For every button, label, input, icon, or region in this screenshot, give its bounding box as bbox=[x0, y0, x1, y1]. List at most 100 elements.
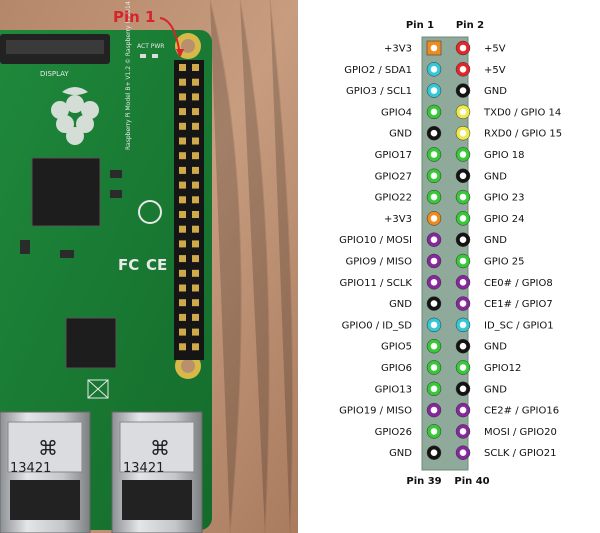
pin-label-right: TXD0 / GPIO 14 bbox=[483, 107, 561, 118]
pin-marker-right-hole bbox=[459, 364, 467, 371]
header-pin bbox=[192, 93, 199, 101]
header-pin bbox=[179, 255, 186, 263]
pin-row: +3V3 GPIO 24 bbox=[384, 211, 525, 226]
pin-marker-right-hole bbox=[459, 193, 467, 201]
header-pin bbox=[179, 181, 186, 189]
pin-marker-right-hole bbox=[459, 428, 467, 435]
fcc-ce-marks bbox=[138, 200, 162, 224]
pin-marker-left-hole bbox=[430, 193, 438, 201]
pin-label-right: CE1# / GPIO7 bbox=[484, 299, 553, 310]
soc-chip bbox=[31, 157, 101, 227]
pin-label-left: GPIO13 bbox=[375, 384, 412, 395]
lan-chip bbox=[65, 317, 117, 369]
pin-marker-right-hole bbox=[459, 321, 467, 329]
pin-label-left: GND bbox=[389, 448, 412, 459]
pin-row: GPIO5 GND bbox=[381, 338, 507, 354]
pin-label-left: GND bbox=[389, 299, 412, 310]
pin-marker-right-hole bbox=[459, 342, 467, 350]
pin-marker-left-hole bbox=[430, 300, 438, 307]
pin-label-left: +3V3 bbox=[384, 44, 412, 55]
pin-row: GPIO4 TXD0 / GPIO 14 bbox=[381, 104, 561, 120]
pin-marker-left-hole bbox=[430, 129, 438, 137]
pin-marker-right-hole bbox=[459, 108, 467, 116]
svg-text:FC: FC bbox=[118, 256, 139, 274]
header-pin bbox=[179, 284, 186, 292]
pin-marker-left-hole bbox=[430, 257, 438, 265]
header-pin bbox=[192, 152, 199, 160]
pin-label-right: GND bbox=[484, 342, 507, 353]
header-pin bbox=[192, 196, 199, 204]
board-model-text: Raspberry Pi Model B+ V1.2 © Raspberry P… bbox=[125, 1, 132, 150]
pin-marker-right-hole bbox=[459, 129, 467, 137]
usb-port-left: 13421 ⌘ bbox=[0, 411, 91, 533]
footer-pin39-label: Pin 39 bbox=[406, 476, 441, 487]
usb-port-right: 13421 ⌘ bbox=[111, 411, 203, 533]
pin-marker-left-hole bbox=[430, 342, 438, 350]
pin-marker-left-hole bbox=[430, 364, 438, 371]
header-pin bbox=[192, 255, 199, 263]
header-pin bbox=[179, 166, 186, 174]
header-pin1-label: Pin 1 bbox=[406, 20, 434, 31]
header-pin bbox=[192, 108, 199, 116]
header-pin bbox=[179, 122, 186, 130]
pin-marker-right-hole bbox=[459, 215, 467, 222]
act-pwr-label: ACT PWR bbox=[137, 43, 164, 50]
pin-marker-left-hole bbox=[430, 44, 438, 52]
pin-label-left: GPIO4 bbox=[381, 107, 412, 118]
header-pin bbox=[192, 122, 199, 130]
pin-label-left: GPIO19 / MISO bbox=[339, 406, 412, 417]
pin-label-right: GND bbox=[484, 86, 507, 97]
header-pin bbox=[179, 93, 186, 101]
pin-label-right: CE0# / GPIO8 bbox=[484, 278, 553, 289]
pin-marker-right-hole bbox=[459, 257, 467, 265]
header-pin bbox=[179, 196, 186, 204]
pin-marker-right-hole bbox=[459, 279, 467, 286]
pin-label-right: GND bbox=[484, 235, 507, 246]
pin-marker-right-hole bbox=[459, 44, 467, 52]
gpio-header bbox=[174, 60, 204, 360]
header-pin bbox=[192, 78, 199, 86]
pin-label-right: GND bbox=[484, 171, 507, 182]
header-pin bbox=[179, 137, 186, 145]
svg-text:⌘: ⌘ bbox=[38, 436, 58, 460]
header-pin bbox=[179, 240, 186, 248]
header-pin bbox=[192, 64, 199, 71]
header-pin bbox=[179, 299, 186, 307]
pin-label-left: GPIO22 bbox=[375, 193, 412, 204]
pin-row: GND CE1# / GPIO7 bbox=[389, 296, 553, 311]
header-pin bbox=[192, 269, 199, 277]
header-pin bbox=[192, 137, 199, 145]
pin-marker-right-hole bbox=[459, 449, 467, 457]
pin-label-left: GND bbox=[389, 129, 412, 140]
pin-label-left: GPIO2 / SDA1 bbox=[344, 65, 412, 76]
pin-label-left: GPIO5 bbox=[381, 342, 412, 353]
svg-text:CE: CE bbox=[146, 256, 167, 274]
pin-marker-left-hole bbox=[430, 385, 438, 393]
pin-label-left: +3V3 bbox=[384, 214, 412, 225]
pin-marker-left-hole bbox=[430, 236, 438, 243]
pin-label-left: GPIO17 bbox=[375, 150, 412, 161]
header-pin bbox=[179, 269, 186, 277]
pin-marker-left-hole bbox=[430, 279, 438, 286]
pin-label-right: GPIO 24 bbox=[484, 214, 525, 225]
pin-marker-left-hole bbox=[430, 321, 438, 329]
pin-marker-left-hole bbox=[430, 406, 438, 414]
pin-label-right: +5V bbox=[484, 65, 506, 76]
header-pin bbox=[179, 64, 186, 71]
pin-row: GPIO2 / SDA1 +5V bbox=[344, 62, 506, 77]
pin-marker-right-hole bbox=[459, 236, 467, 243]
pin-marker-left-hole bbox=[430, 215, 438, 222]
pin1-callout: Pin 1 bbox=[113, 8, 155, 26]
header-pin bbox=[192, 181, 199, 189]
pin-marker-left-hole bbox=[430, 151, 438, 158]
header-pin bbox=[192, 299, 199, 307]
